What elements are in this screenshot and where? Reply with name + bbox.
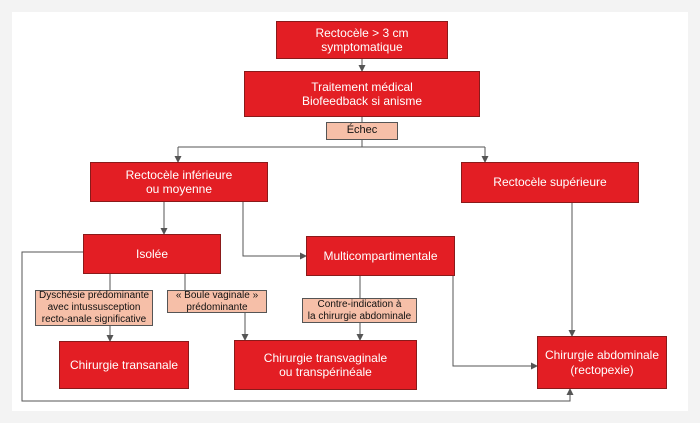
node-boule-vaginale: « Boule vaginale » prédominante xyxy=(167,290,267,313)
connector-isolee-loop-to-abdominale xyxy=(21,251,574,402)
connector-multi-to-abdominale xyxy=(452,276,538,370)
node-rectocele-symptomatique: Rectocèle > 3 cm symptomatique xyxy=(276,21,448,59)
node-traitement-medical: Traitement médical Biofeedback si anisme xyxy=(244,71,480,117)
node-echec: Échec xyxy=(326,122,398,140)
node-chirurgie-abdominale: Chirurgie abdominale (rectopexie) xyxy=(537,336,667,389)
node-rectocele-superieure: Rectocèle supérieure xyxy=(461,162,639,203)
node-dyschesie: Dyschésie prédominante avec intussuscept… xyxy=(35,290,153,326)
connector-echec-split xyxy=(178,140,485,148)
node-chirurgie-transvaginale: Chirurgie transvaginale ou transpérinéal… xyxy=(234,340,417,390)
node-rectocele-inferieure: Rectocèle inférieure ou moyenne xyxy=(90,162,268,202)
node-contre-indication: Contre-indication à la chirurgie abdomin… xyxy=(302,298,417,323)
connector-inferieure-to-multi xyxy=(242,202,307,260)
node-isolee: Isolée xyxy=(83,234,221,274)
node-multicompartimentale: Multicompartimentale xyxy=(306,236,455,276)
node-chirurgie-transanale: Chirurgie transanale xyxy=(59,341,189,389)
